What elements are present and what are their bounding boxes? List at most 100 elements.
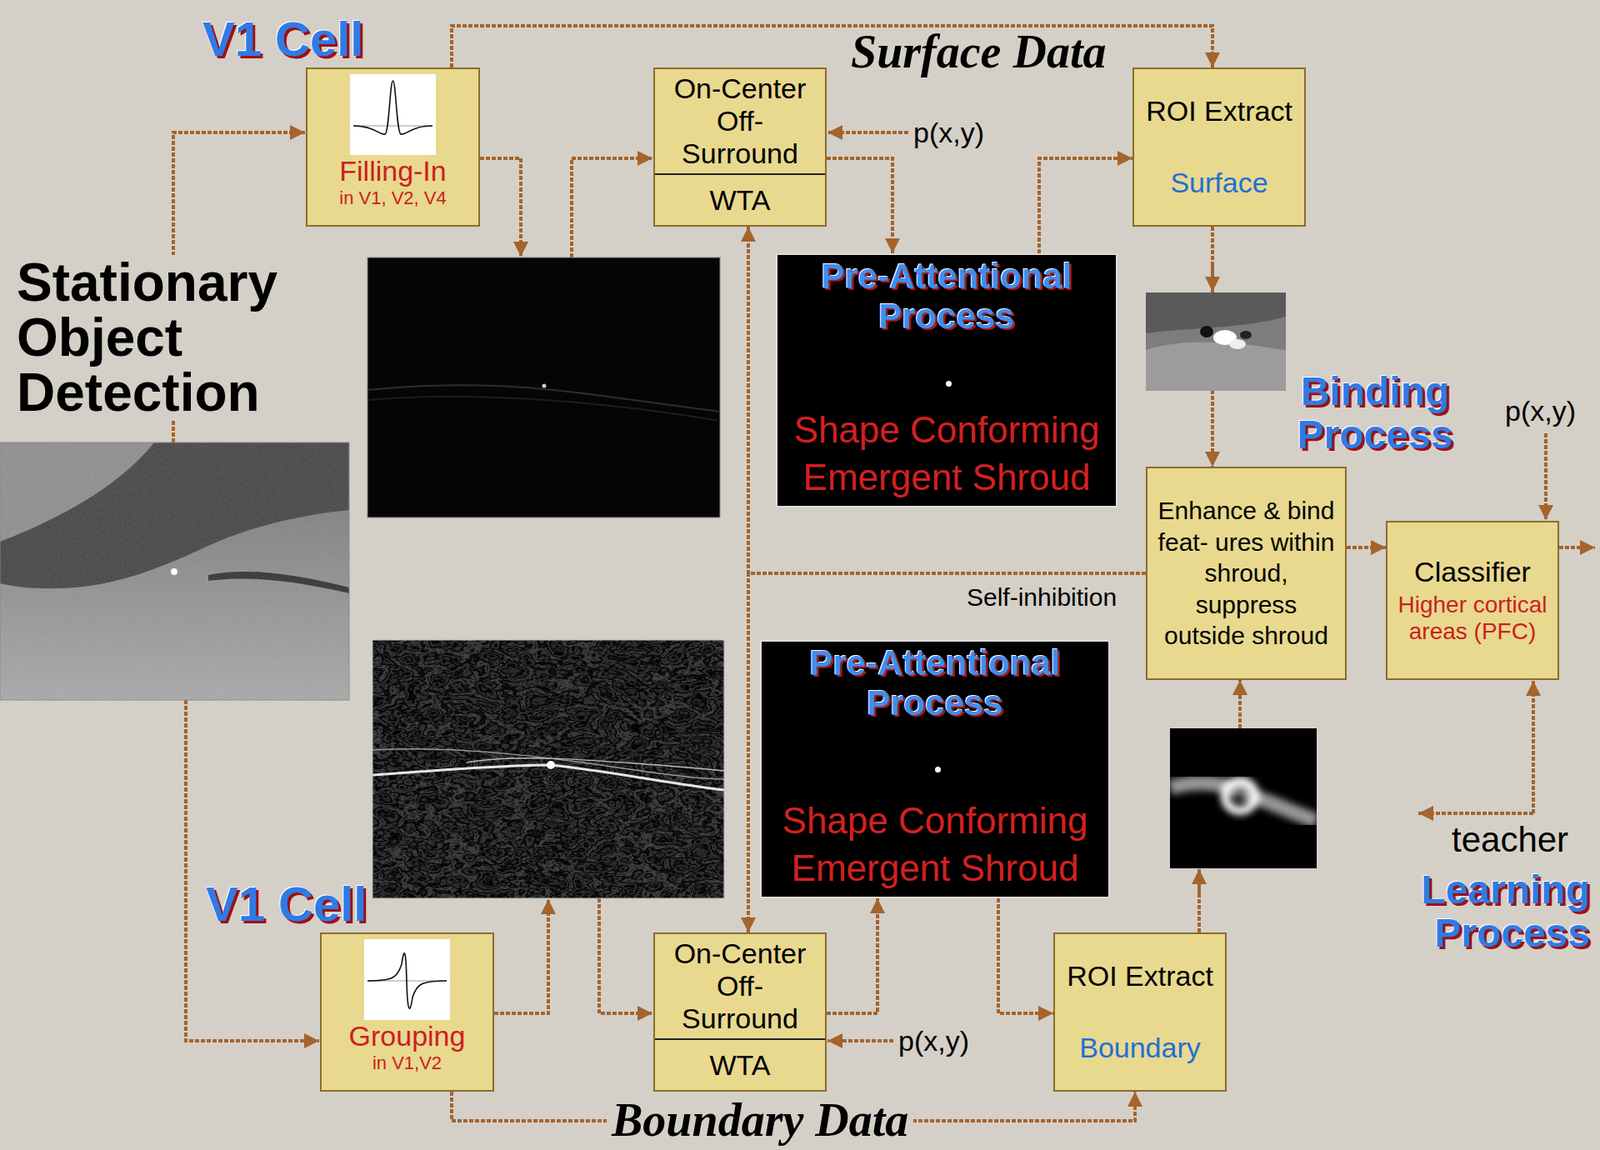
edge-line — [466, 758, 725, 771]
box-label: WTA — [655, 175, 825, 225]
signal-label: p(x,y) — [913, 116, 985, 150]
signal-label: teacher — [1451, 820, 1569, 860]
blurred-band — [1170, 783, 1317, 821]
icon-axis — [353, 125, 433, 127]
section-heading: Pre-Attentional Process — [780, 256, 1113, 338]
signal-label: p(x,y) — [898, 1025, 970, 1058]
box-label: in V1,V2 — [372, 1052, 442, 1074]
roi-extract-box: ROI ExtractSurface — [1132, 67, 1306, 227]
flow-arrow — [480, 158, 521, 257]
box-label: Classifier — [1414, 555, 1531, 589]
image-ground — [372, 640, 725, 899]
flow-arrow — [1531, 680, 1535, 814]
binding-box: Enhance & bind feat- ures within shroud,… — [1145, 466, 1347, 680]
blob — [1240, 330, 1252, 340]
box-label: Filling-In — [339, 155, 446, 188]
shroud-panel: Pre-Attentional ProcessShape Conforming … — [760, 640, 1110, 899]
flow-connector — [1346, 545, 1386, 550]
flow-arrow — [494, 899, 549, 1014]
shroud-panel: Pre-Attentional ProcessShape Conforming … — [775, 253, 1118, 508]
photo-ground — [0, 442, 350, 700]
filter-profile-icon — [364, 939, 450, 1020]
surface-roi-image — [1145, 292, 1286, 391]
edge-line — [372, 765, 725, 790]
box-label: Shape Conforming Emergent Shroud — [780, 405, 1113, 501]
image-region — [1145, 342, 1286, 391]
box-label: Surface — [1170, 166, 1268, 200]
target-dot — [945, 380, 952, 387]
box-label: On-Center Off-Surround — [655, 69, 825, 175]
photo-frame — [0, 442, 350, 700]
roi-extract-box: ROI ExtractBoundary — [1053, 932, 1227, 1092]
icon-curve — [353, 80, 433, 135]
image-region — [1145, 292, 1286, 334]
process-heading: Learning Process — [1330, 868, 1590, 955]
flow-arrow — [185, 700, 320, 1041]
section-heading: V1 Cell — [202, 12, 364, 66]
flow-arrows — [173, 132, 1595, 1041]
faint-edge — [367, 396, 720, 421]
blob — [1200, 325, 1214, 338]
target-dot — [935, 766, 941, 773]
box-label: ROI Extract — [1066, 960, 1214, 993]
flow-connector — [998, 898, 1054, 1014]
input-photo — [0, 442, 350, 700]
flow-arrow — [827, 130, 909, 135]
box-label: Boundary — [1079, 1031, 1201, 1065]
connector-label: Boundary Data — [606, 1096, 914, 1144]
box-label: ROI Extract — [1145, 95, 1293, 128]
flow-arrow — [1544, 433, 1548, 520]
box-label: Shape Conforming Emergent Shroud — [765, 796, 1105, 892]
image-ground — [367, 257, 720, 518]
icon-ground — [350, 74, 436, 155]
boundary-image — [372, 640, 725, 899]
flow-arrow — [599, 898, 653, 1014]
flow-arrow — [1197, 869, 1201, 895]
connector-label: Surface Data — [845, 28, 1111, 75]
image-frame — [372, 640, 725, 899]
box-label: On-Center Off-Surround — [655, 934, 825, 1040]
icon-ground — [364, 939, 450, 1020]
classifier-box: ClassifierHigher cortical areas (PFC) — [1385, 520, 1560, 680]
flow-arrow — [1559, 545, 1595, 550]
flow-connector — [748, 573, 1146, 933]
process-heading: Binding Process — [1283, 370, 1467, 457]
filter-profile-icon — [350, 74, 436, 155]
edge-texture — [372, 640, 725, 899]
faint-edge — [367, 385, 720, 412]
target-dot — [542, 384, 547, 389]
competition-box: On-Center Off-SurroundWTA — [653, 932, 827, 1092]
blurred-ring — [1225, 780, 1255, 811]
box-label: Enhance & bind feat- ures within shroud,… — [1154, 495, 1339, 652]
icon-curve — [367, 953, 447, 1009]
flow-arrow — [1418, 811, 1534, 815]
section-heading: V1 Cell — [205, 877, 367, 931]
filling-in-image — [367, 257, 720, 518]
flow-arrow — [571, 158, 653, 258]
flow-arrow — [1210, 265, 1215, 292]
section-heading: Pre-Attentional Process — [765, 643, 1105, 725]
box-label: WTA — [655, 1040, 825, 1090]
flow-arrow — [827, 1039, 894, 1043]
box-label: Grouping — [349, 1020, 466, 1053]
image-ground — [1170, 728, 1317, 869]
box-label: in V1, V2, V4 — [339, 187, 446, 209]
connector-label: Self-inhibition — [963, 583, 1120, 613]
blob — [1229, 339, 1246, 350]
flow-connector — [826, 898, 878, 1014]
flow-connector — [748, 226, 1146, 574]
competition-box: On-Center Off-SurroundWTA — [653, 67, 827, 227]
flow-connector — [1039, 158, 1133, 254]
box-label: Higher cortical areas (PFC) — [1392, 591, 1553, 645]
ring-center — [1235, 790, 1245, 801]
target-dot — [170, 568, 178, 575]
photo-grain — [0, 442, 350, 700]
flow-connector — [826, 158, 893, 254]
filling-in-box: V1 CellFilling-Inin V1, V2, V4 — [305, 67, 480, 227]
boundary-roi-image — [1170, 728, 1317, 869]
grouping-box: V1 CellGroupingin V1,V2 — [320, 932, 495, 1092]
target-dot — [546, 760, 555, 770]
page-title: Stationary Object Detection — [16, 255, 292, 420]
signal-label: p(x,y) — [1505, 395, 1576, 428]
